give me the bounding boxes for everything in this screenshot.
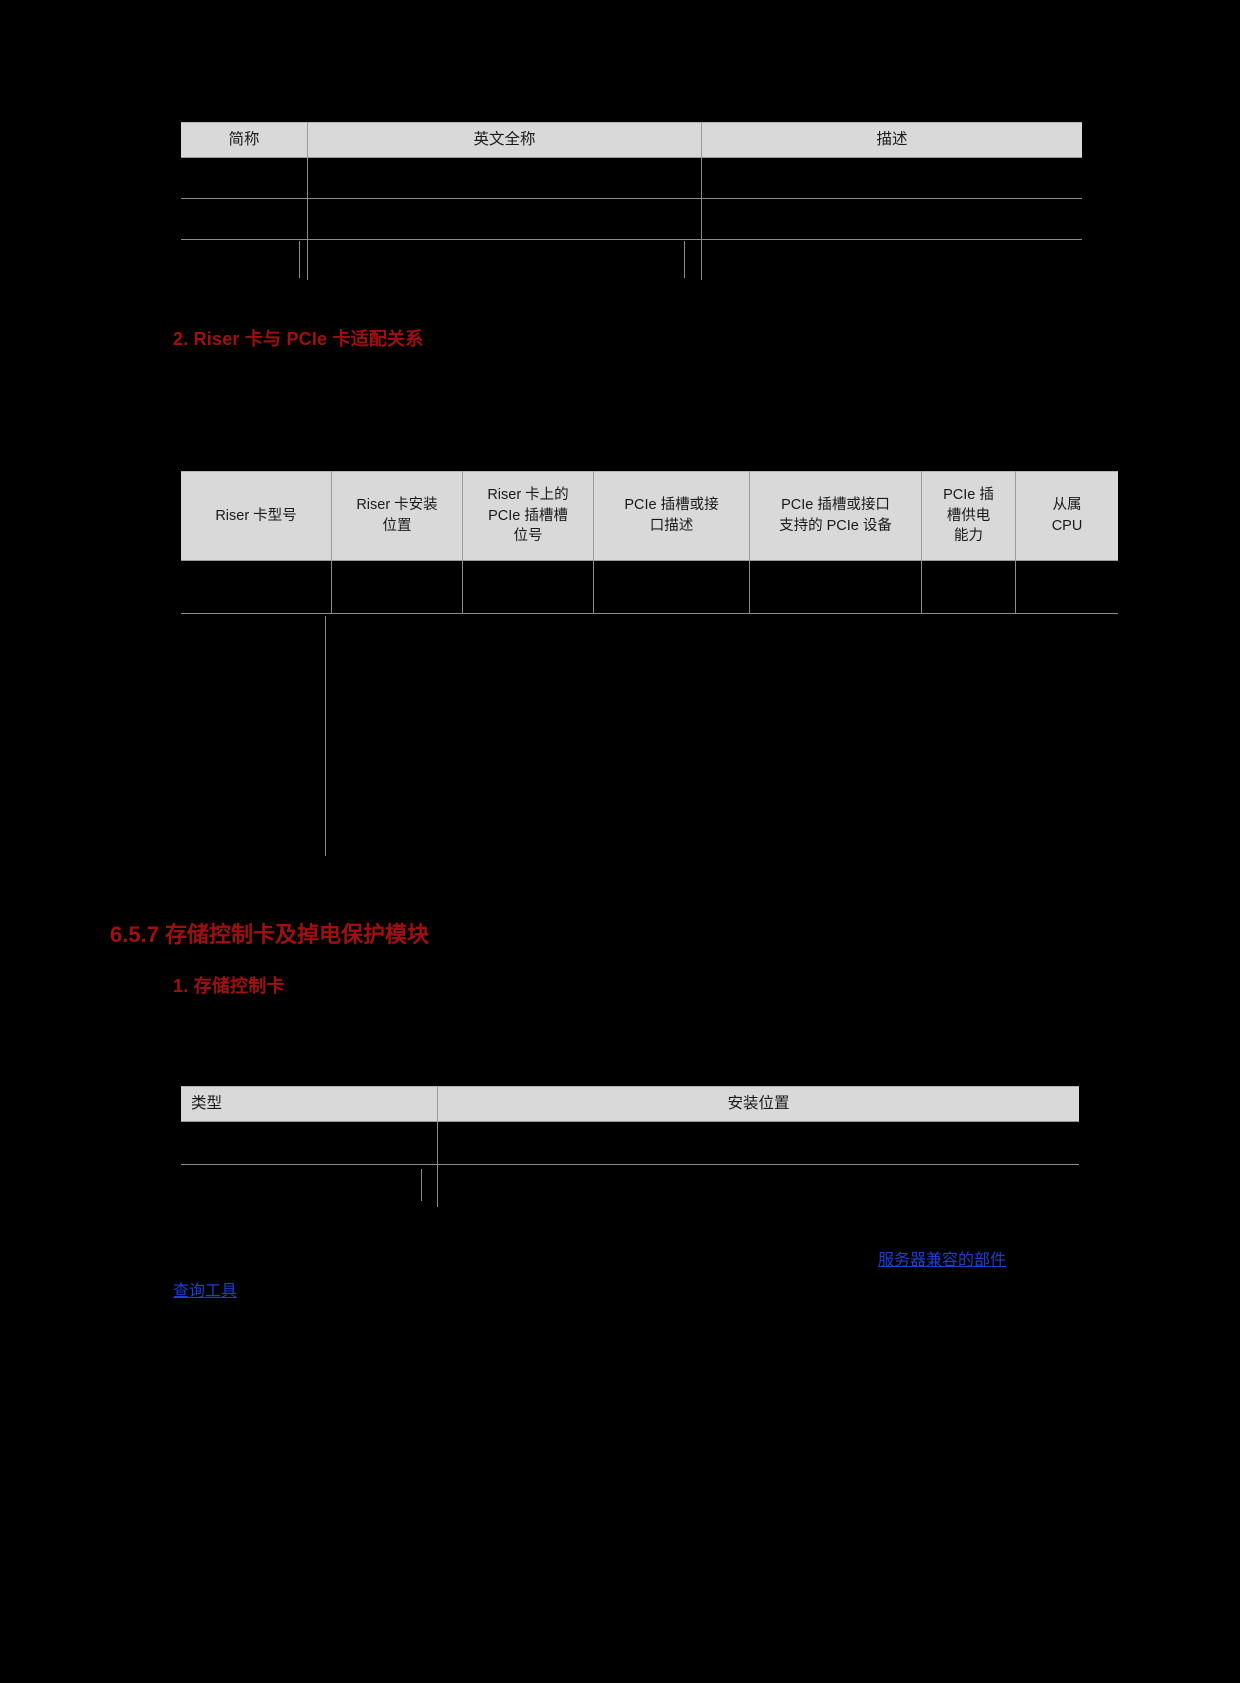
table-stub-line [421, 1169, 422, 1201]
table-row [181, 198, 1082, 240]
abbreviation-table-body [181, 157, 1082, 280]
cell-description [701, 157, 1082, 199]
cell-install-position [437, 1121, 1079, 1165]
cell-install-position [437, 1164, 1079, 1207]
cell-full-name [307, 157, 702, 199]
cell-riser-model [181, 560, 332, 614]
header-line: Riser 卡安装 [356, 497, 438, 514]
cell-pcie-slot-number [462, 560, 594, 614]
table-row [181, 157, 1082, 199]
link-server-compatible-parts[interactable]: 服务器兼容的部件 [878, 1252, 1007, 1269]
header-line: 口描述 [649, 518, 694, 534]
cell-riser-install-position [331, 560, 463, 614]
riser-pcie-compatibility-table: Riser 卡型号 Riser 卡安装 位置 Riser 卡上的 PCIe 插槽… [181, 471, 1118, 614]
cell-type [181, 1164, 438, 1207]
table-row [181, 560, 1118, 614]
column-header-riser-model: Riser 卡型号 [181, 471, 332, 561]
header-line: PCIe 插槽或接口 [781, 497, 890, 514]
table-stub-line [325, 616, 326, 856]
cell-affiliated-cpu [1015, 560, 1118, 614]
abbreviation-table: 简称 英文全称 描述 [181, 122, 1082, 280]
riser-table-body [181, 560, 1118, 614]
header-line: 支持的 PCIe 设备 [779, 518, 892, 534]
header-line: 位号 [513, 528, 543, 545]
header-line: 能力 [954, 528, 983, 545]
storage-table-body [181, 1121, 1079, 1207]
storage-table-head: 类型 安装位置 [181, 1086, 1079, 1122]
header-line: 从属 [1052, 497, 1082, 514]
cell-full-name [307, 239, 702, 280]
table-stub-line [684, 241, 685, 278]
abbreviation-table-head: 简称 英文全称 描述 [181, 122, 1082, 158]
riser-table-head: Riser 卡型号 Riser 卡安装 位置 Riser 卡上的 PCIe 插槽… [181, 471, 1118, 561]
table-stub-line [299, 241, 300, 278]
cell-full-name [307, 198, 702, 240]
cell-type [181, 1121, 438, 1165]
cell-pcie-slot-description [593, 560, 750, 614]
header-line: 槽供电 [946, 507, 991, 524]
cell-description [701, 239, 1082, 280]
column-header-install-position: 安装位置 [437, 1086, 1079, 1122]
column-header-pcie-slot-number: Riser 卡上的 PCIe 插槽槽 位号 [462, 471, 594, 561]
table-row [181, 1121, 1079, 1165]
column-header-affiliated-cpu: 从属 CPU [1015, 471, 1118, 561]
cell-description [701, 198, 1082, 240]
table-header-row: 类型 安装位置 [181, 1086, 1079, 1122]
column-header-abbrev: 简称 [181, 122, 308, 158]
header-line: Riser 卡上的 [487, 487, 569, 504]
header-line: CPU [1051, 518, 1083, 534]
heading-section-6-5-7: 6.5.7 存储控制卡及掉电保护模块 [110, 922, 430, 947]
link-query-tool[interactable]: 查询工具 [173, 1283, 238, 1300]
cell-supported-pcie-devices [749, 560, 922, 614]
table-row [181, 1164, 1079, 1207]
cell-pcie-slot-power [921, 560, 1016, 614]
table-header-row: Riser 卡型号 Riser 卡安装 位置 Riser 卡上的 PCIe 插槽… [181, 471, 1118, 561]
header-line: PCIe 插槽或接 [624, 497, 719, 514]
header-line: PCIe 插 [943, 487, 994, 504]
cell-abbrev [181, 198, 308, 240]
column-header-supported-pcie-devices: PCIe 插槽或接口 支持的 PCIe 设备 [749, 471, 922, 561]
header-line: 位置 [382, 518, 412, 534]
table-header-row: 简称 英文全称 描述 [181, 122, 1082, 158]
header-line: PCIe 插槽槽 [488, 507, 568, 524]
column-header-type: 类型 [181, 1086, 438, 1122]
header-line: Riser 卡型号 [215, 507, 297, 524]
column-header-description: 描述 [701, 122, 1082, 158]
column-header-pcie-slot-power: PCIe 插 槽供电 能力 [921, 471, 1016, 561]
table-row [181, 239, 1082, 280]
cell-abbrev [181, 239, 308, 280]
cell-abbrev [181, 157, 308, 199]
storage-card-table: 类型 安装位置 [181, 1086, 1079, 1207]
column-header-riser-install-position: Riser 卡安装 位置 [331, 471, 463, 561]
heading-riser-pcie-compatibility: 2. Riser 卡与 PCIe 卡适配关系 [173, 329, 424, 349]
column-header-pcie-slot-description: PCIe 插槽或接 口描述 [593, 471, 750, 561]
heading-storage-controller-card: 1. 存储控制卡 [173, 976, 285, 996]
column-header-full-name: 英文全称 [307, 122, 702, 158]
